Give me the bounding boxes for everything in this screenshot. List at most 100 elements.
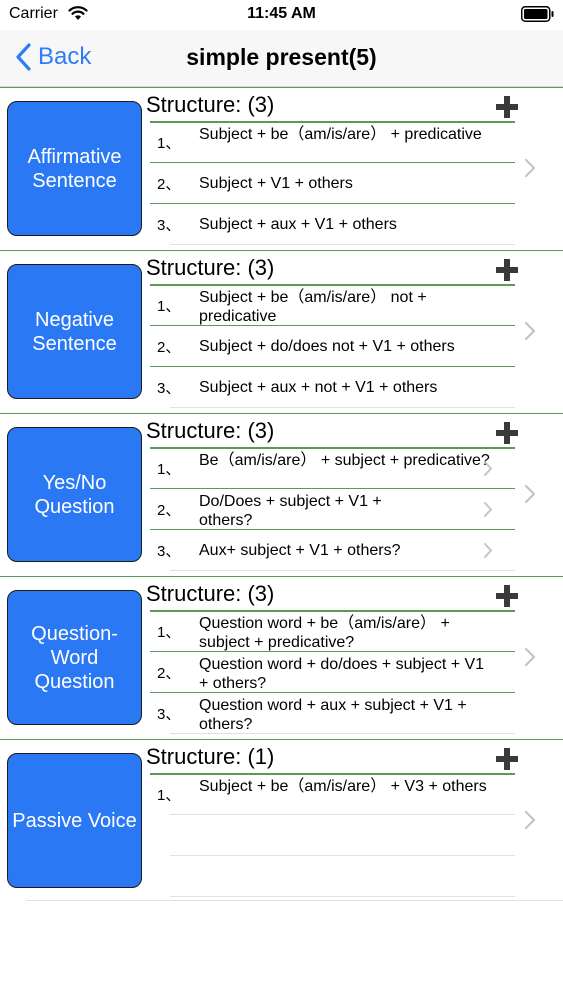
row-divider — [170, 814, 515, 815]
row-number: 1、 — [157, 298, 181, 315]
row-number: 2、 — [157, 502, 181, 519]
row-text: Question word + do/does + subject + V1 +… — [199, 656, 485, 692]
row-divider — [150, 161, 515, 163]
structure-row[interactable]: 3、 Aux+ subject + V1 + others? — [150, 530, 515, 571]
section-question-word-question: Question-Word Question Structure: (3) 1、… — [0, 576, 563, 739]
row-text: Question word + be（am/is/are） + subject … — [199, 615, 450, 651]
chevron-right-icon — [484, 543, 492, 558]
row-divider — [150, 324, 515, 326]
chevron-right-icon[interactable] — [524, 810, 536, 830]
back-label: Back — [38, 43, 92, 70]
structure-row[interactable]: 2、 Subject + do/does not + V1 + others — [150, 326, 515, 367]
category-button-question-word-question[interactable]: Question-Word Question — [7, 590, 142, 725]
row-text: Subject + be（am/is/are） not + predicativ… — [199, 289, 427, 325]
divider — [150, 447, 515, 449]
row-divider — [150, 528, 515, 530]
battery-icon — [521, 6, 554, 22]
structure-row[interactable]: 2、 Question word + do/does + subject + V… — [150, 652, 515, 693]
row-text: Do/Does + subject + V1 + others? — [199, 493, 382, 529]
structure-row[interactable]: 1、 Subject + be（am/is/are） + V3 + others — [150, 774, 515, 815]
empty-row — [150, 815, 515, 856]
row-divider — [170, 896, 515, 897]
category-button-negative-sentence[interactable]: Negative Sentence — [7, 264, 142, 399]
structure-title: Structure: (3) — [146, 418, 275, 443]
structure-row[interactable]: 2、 Do/Does + subject + V1 + others? — [150, 489, 515, 530]
row-number: 2、 — [157, 339, 181, 356]
add-structure-button[interactable] — [495, 584, 519, 608]
chevron-right-icon[interactable] — [524, 158, 536, 178]
row-text: Subject + do/does not + V1 + others — [199, 338, 455, 355]
row-divider — [150, 202, 515, 204]
empty-row — [150, 856, 515, 897]
row-divider — [150, 650, 515, 652]
structure-row[interactable]: 2、 Subject + V1 + others — [150, 163, 515, 204]
status-time: 11:45 AM — [247, 5, 316, 22]
chevron-right-icon — [484, 461, 492, 476]
row-divider — [150, 487, 515, 489]
add-structure-button[interactable] — [495, 258, 519, 282]
row-number: 3、 — [157, 217, 181, 234]
category-button-passive-voice[interactable]: Passive Voice — [7, 753, 142, 888]
structure-row[interactable]: 3、 Subject + aux + not + V1 + others — [150, 367, 515, 408]
row-number: 1、 — [157, 135, 181, 152]
row-text: Subject + be（am/is/are） + predicative — [199, 126, 482, 143]
structure-title: Structure: (3) — [146, 92, 275, 117]
structure-row[interactable]: 1、 Be（am/is/are） + subject + predicative… — [150, 448, 515, 489]
add-structure-button[interactable] — [495, 421, 519, 445]
divider — [150, 773, 515, 775]
carrier-label: Carrier — [9, 5, 58, 22]
section-passive-voice: Passive Voice Structure: (1) 1、 Subject … — [0, 739, 563, 902]
structure-row[interactable]: 1、 Subject + be（am/is/are） + predicative — [150, 122, 515, 163]
chevron-right-icon[interactable] — [524, 647, 536, 667]
wifi-icon — [68, 6, 88, 20]
row-text: Subject + be（am/is/are） + V3 + others — [199, 778, 487, 795]
navigation-bar: Back simple present(5) — [0, 30, 563, 87]
category-button-yes-no-question[interactable]: Yes/No Question — [7, 427, 142, 562]
row-divider — [150, 691, 515, 693]
chevron-right-icon[interactable] — [524, 484, 536, 504]
row-text: Be（am/is/are） + subject + predicative? — [199, 452, 490, 469]
row-divider — [170, 570, 515, 571]
chevron-left-icon — [16, 43, 31, 71]
structure-row[interactable]: 1、 Subject + be（am/is/are） not + predica… — [150, 285, 515, 326]
category-button-affirmative-sentence[interactable]: Affirmative Sentence — [7, 101, 142, 236]
row-divider — [150, 365, 515, 367]
row-number: 1、 — [157, 787, 181, 804]
list-bottom-divider — [26, 900, 563, 901]
add-structure-button[interactable] — [495, 95, 519, 119]
row-number: 3、 — [157, 543, 181, 560]
row-number: 2、 — [157, 665, 181, 682]
row-number: 1、 — [157, 624, 181, 641]
row-text: Aux+ subject + V1 + others? — [199, 542, 401, 559]
chevron-right-icon — [484, 502, 492, 517]
row-number: 2、 — [157, 176, 181, 193]
row-number: 3、 — [157, 380, 181, 397]
back-button[interactable]: Back — [14, 41, 91, 73]
chevron-right-icon[interactable] — [524, 321, 536, 341]
divider — [150, 284, 515, 286]
structure-title: Structure: (3) — [146, 255, 275, 280]
row-divider — [170, 855, 515, 856]
section-negative-sentence: Negative Sentence Structure: (3) 1、 Subj… — [0, 250, 563, 413]
page-title: simple present(5) — [186, 44, 377, 70]
structure-row[interactable]: 1、 Question word + be（am/is/are） + subje… — [150, 611, 515, 652]
structure-row[interactable]: 3、 Question word + aux + subject + V1 + … — [150, 693, 515, 734]
structure-row[interactable]: 3、 Subject + aux + V1 + others — [150, 204, 515, 245]
row-divider — [170, 733, 515, 734]
row-text: Question word + aux + subject + V1 + oth… — [199, 697, 467, 733]
structure-title: Structure: (3) — [146, 581, 275, 606]
row-text: Subject + aux + not + V1 + others — [199, 379, 438, 396]
add-structure-button[interactable] — [495, 747, 519, 771]
divider — [150, 121, 515, 123]
row-divider — [170, 244, 515, 245]
section-yes-no-question: Yes/No Question Structure: (3) 1、 Be（am/… — [0, 413, 563, 576]
divider — [150, 610, 515, 612]
structure-title: Structure: (1) — [146, 744, 275, 769]
row-text: Subject + V1 + others — [199, 175, 353, 192]
row-number: 3、 — [157, 706, 181, 723]
row-divider — [170, 407, 515, 408]
row-number: 1、 — [157, 461, 181, 478]
status-bar: Carrier 11:45 AM — [0, 0, 563, 30]
row-text: Subject + aux + V1 + others — [199, 216, 397, 233]
section-affirmative-sentence: Affirmative Sentence Structure: (3) 1、 S… — [0, 87, 563, 250]
